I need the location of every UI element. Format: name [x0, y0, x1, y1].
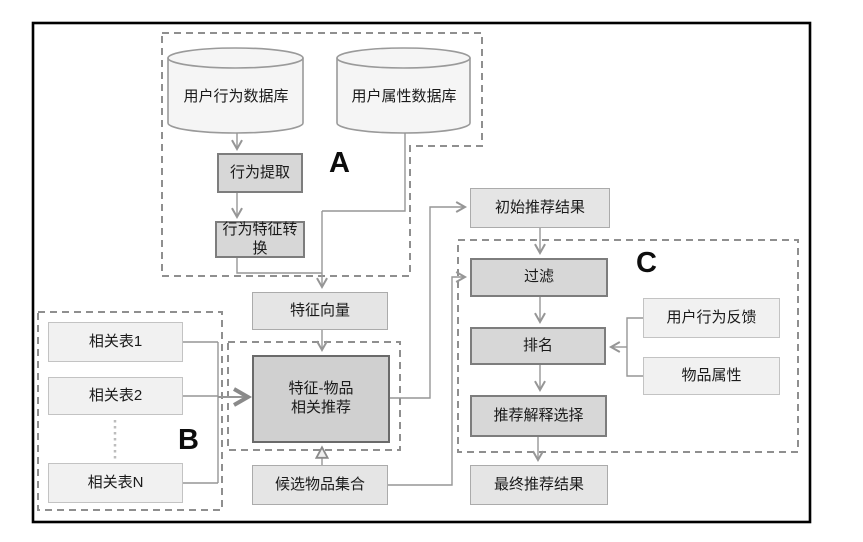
node-related-table-1: 相关表1: [48, 322, 183, 362]
node-ranking: 排名: [470, 327, 606, 365]
connector-candidate-to-filter: [388, 271, 468, 486]
group-a-outline: [161, 32, 483, 277]
node-filter: 过滤: [470, 258, 608, 297]
node-initial-recommendation-results: 初始推荐结果: [470, 188, 610, 228]
attribute-database-label: 用户属性数据库: [351, 87, 457, 105]
node-feature-vector: 特征向量: [252, 292, 388, 330]
group-c-label: C: [636, 247, 657, 279]
connector-convert-merge: [236, 258, 322, 274]
connector-feedback-bracket: [626, 317, 643, 377]
node-candidate-item-set: 候选物品集合: [252, 465, 388, 505]
node-related-table-n: 相关表N: [48, 463, 183, 503]
node-recommendation-explanation-selection: 推荐解释选择: [470, 395, 607, 437]
connector-featureitem-to-initial: [390, 201, 468, 399]
group-a-label: A: [329, 147, 350, 179]
behavior-database-label: 用户行为数据库: [183, 87, 289, 105]
node-final-recommendation-results: 最终推荐结果: [470, 465, 608, 505]
feature-item-line1: 特征-物品: [288, 380, 354, 398]
node-behavior-feature-conversion: 行为特征转换: [215, 221, 305, 258]
node-item-attributes: 物品属性: [643, 357, 780, 395]
feature-item-line2: 相关推荐: [290, 399, 351, 416]
node-feature-item-recommendation: 特征-物品 相关推荐: [252, 355, 390, 443]
node-user-behavior-feedback: 用户行为反馈: [643, 298, 780, 338]
node-related-table-2: 相关表2: [48, 377, 183, 415]
group-b-label: B: [178, 424, 199, 456]
node-behavior-extraction: 行为提取: [217, 153, 303, 193]
